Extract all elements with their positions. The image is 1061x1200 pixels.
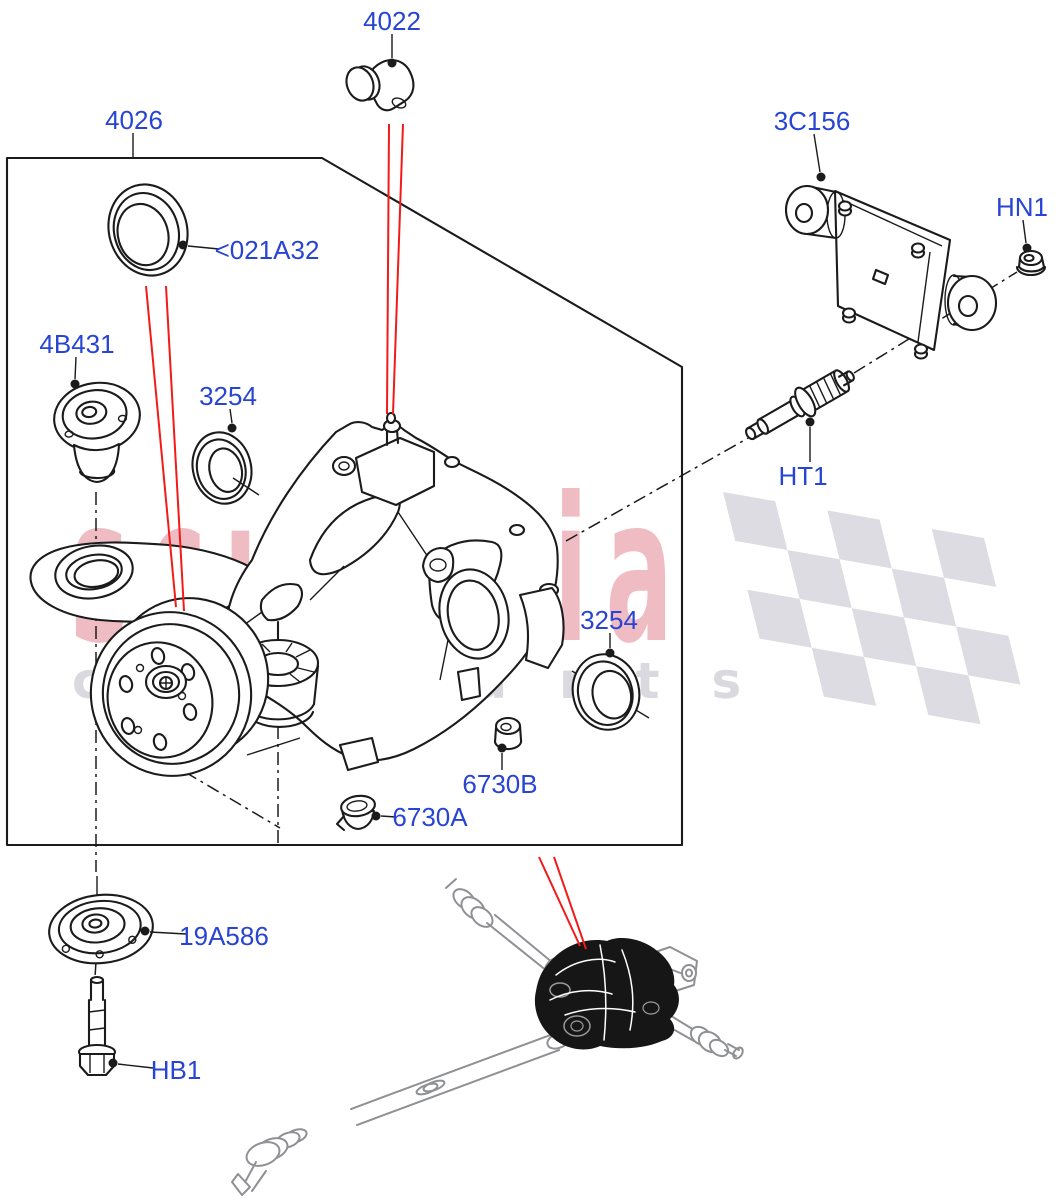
part-number-label[interactable]: 4022 [363, 6, 421, 36]
mount-bracket-3c156 [784, 184, 998, 360]
breather-elbow-part [345, 59, 415, 112]
rear-cover-bore [438, 568, 510, 660]
leader-dot [497, 743, 507, 753]
callout-6730b[interactable]: 6730B [462, 743, 538, 800]
part-number-label[interactable]: 4B431 [39, 329, 114, 359]
callout-hn1[interactable]: HN1 [996, 192, 1048, 253]
callout-3254-left[interactable]: 3254 [199, 381, 257, 433]
differential-housing [29, 411, 565, 777]
part-number-label[interactable]: 19A586 [179, 921, 269, 951]
callout-ht1[interactable]: HT1 [778, 417, 828, 492]
right-halfshaft [656, 1010, 744, 1060]
exploded-view: 4022 4026 3C156 HN1 <021A32 [5, 6, 1048, 1085]
part-number-label[interactable]: HB1 [151, 1055, 202, 1085]
leader-dot [805, 417, 815, 427]
damper-19a586 [48, 893, 154, 965]
callout-hb1[interactable]: HB1 [108, 1055, 202, 1085]
front-flange [89, 597, 270, 777]
bolt-hb1 [77, 975, 117, 1077]
nut-hn1 [1015, 249, 1047, 277]
leader-dot [227, 423, 237, 433]
leader-dot [605, 648, 615, 658]
callout-021a32[interactable]: <021A32 [178, 235, 320, 265]
leader-dot [387, 58, 397, 68]
callouts: 4022 4026 3C156 HN1 <021A32 [39, 6, 1048, 1085]
arm-bushing-bore [54, 544, 134, 600]
part-number-label[interactable]: 6730A [392, 802, 468, 832]
red-locator-lines [145, 123, 587, 950]
leader-dot [140, 926, 150, 936]
leader-dot [70, 379, 80, 389]
overview-differential [534, 937, 679, 1050]
callout-6730a[interactable]: 6730A [371, 802, 469, 832]
part-number-label[interactable]: <021A32 [215, 235, 320, 265]
seal-3254-left [191, 431, 260, 505]
callout-4026[interactable]: 4026 [105, 105, 163, 157]
callout-19a586[interactable]: 19A586 [140, 921, 269, 951]
pinion-seal [107, 183, 189, 277]
part-number-label[interactable]: 3C156 [774, 106, 851, 136]
leader-dot [816, 172, 826, 182]
plug-6730b [493, 716, 523, 751]
bracket-bolt-bosses [837, 200, 929, 360]
leader-dot [371, 811, 381, 821]
part-number-label[interactable]: 3254 [199, 381, 257, 411]
leader-dot [1022, 243, 1032, 253]
callout-3c156[interactable]: 3C156 [774, 106, 851, 182]
part-number-label[interactable]: 3254 [580, 605, 638, 635]
drain-plug-6730a [335, 794, 376, 832]
seal-3254-right [571, 653, 641, 731]
callout-4b431[interactable]: 4B431 [39, 329, 115, 389]
callout-4022[interactable]: 4022 [363, 6, 421, 68]
part-number-label[interactable]: 6730B [462, 769, 537, 799]
part-number-label[interactable]: 4026 [105, 105, 163, 135]
leader-dot [108, 1058, 118, 1068]
checkered-flag [723, 492, 1021, 725]
mount-bushing-4b431 [53, 381, 141, 484]
breather-port [382, 411, 402, 447]
part-number-label[interactable]: HN1 [996, 192, 1048, 222]
leader-dot [178, 240, 188, 250]
assembly-box [5, 156, 684, 847]
axle-overview [231, 878, 744, 1196]
part-number-label[interactable]: HT1 [778, 461, 827, 491]
callout-3254-right[interactable]: 3254 [580, 605, 638, 658]
propshaft [231, 1032, 570, 1196]
bolt-ht1 [745, 369, 855, 441]
left-halfshaft [445, 878, 560, 975]
